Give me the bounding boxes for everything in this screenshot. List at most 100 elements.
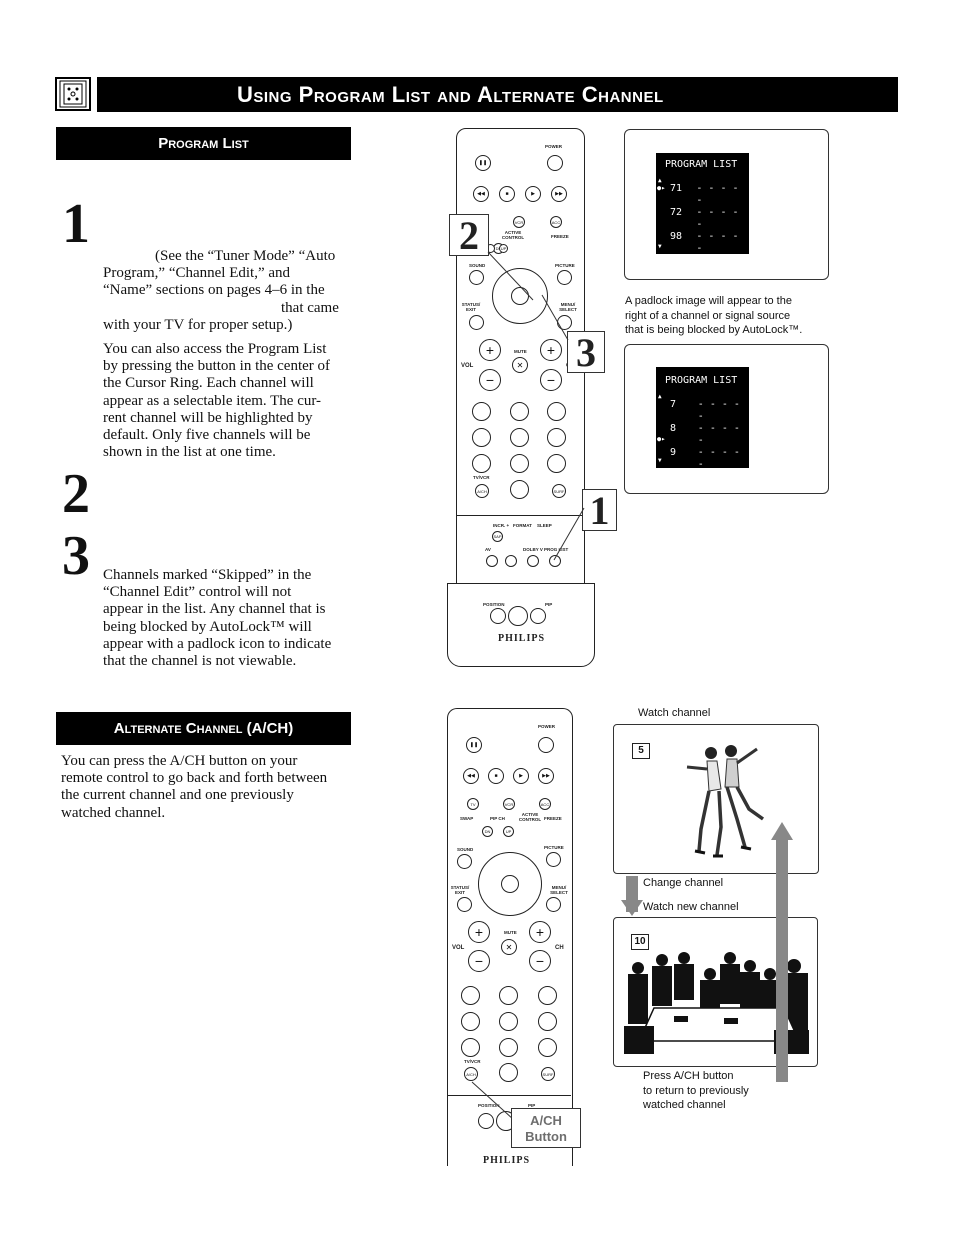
power-button[interactable] <box>547 155 563 171</box>
ach-button[interactable]: A/CH <box>464 1067 478 1081</box>
stop-button[interactable]: ■ <box>488 768 504 784</box>
active-control-label: ACTIVE CONTROL <box>518 812 542 822</box>
picture-button[interactable] <box>557 270 572 285</box>
digit-button[interactable] <box>538 1038 557 1057</box>
pause-button[interactable]: ❚❚ <box>475 155 491 171</box>
picture-label: PICTURE <box>544 845 564 850</box>
caption-line: watched channel <box>643 1099 726 1111</box>
channel-number-badge: 5 <box>632 743 650 759</box>
digit-button[interactable] <box>472 454 491 473</box>
step3-line: appear in the list. Any channel that is <box>103 601 326 618</box>
step1-line: (See the “Tuner Mode” “Auto <box>155 248 336 264</box>
sound-button[interactable] <box>469 270 484 285</box>
position-center-button[interactable] <box>508 606 528 626</box>
cursor-ring[interactable] <box>492 268 548 324</box>
surf-button[interactable]: SURF <box>552 484 566 498</box>
digit-button[interactable] <box>461 1012 480 1031</box>
step3-line: “Channel Edit” control will not <box>103 584 292 601</box>
digit-button[interactable] <box>510 428 529 447</box>
brand-logo: PHILIPS <box>498 633 546 644</box>
mute-button[interactable]: ✕ <box>501 939 517 955</box>
surf-button[interactable]: SURF <box>541 1067 555 1081</box>
ach-line: remote control to go back and forth betw… <box>61 770 328 787</box>
incr-surr-button[interactable] <box>527 555 539 567</box>
picture-button[interactable] <box>546 852 561 867</box>
digit-button[interactable] <box>499 1012 518 1031</box>
stop-button[interactable]: ■ <box>499 186 515 202</box>
position-left-button[interactable] <box>490 608 506 624</box>
digit-button[interactable] <box>538 986 557 1005</box>
digit-0-button[interactable] <box>510 480 529 499</box>
up-button[interactable]: UP <box>503 826 514 837</box>
digit-button[interactable] <box>461 1038 480 1057</box>
sound-button[interactable] <box>457 854 472 869</box>
fast-forward-button[interactable]: ▶▶ <box>538 768 554 784</box>
acc-button[interactable]: ACC <box>539 798 551 810</box>
vcr-button[interactable]: VCR <box>503 798 515 810</box>
play-button[interactable]: ▶ <box>525 186 541 202</box>
digit-button[interactable] <box>547 454 566 473</box>
vcr-button[interactable]: VCR <box>513 216 525 228</box>
pause-button[interactable]: ❚❚ <box>466 737 482 753</box>
menu-select-label: MENU/ SELECT <box>550 885 568 895</box>
rewind-button[interactable]: ◀◀ <box>463 768 479 784</box>
av-button[interactable] <box>486 555 498 567</box>
digit-button[interactable] <box>538 1012 557 1031</box>
status-exit-button[interactable] <box>457 897 472 912</box>
scroll-down-icon: ▼ <box>658 243 662 250</box>
channel-number-badge: 10 <box>631 934 649 950</box>
dolby-label: DOLBY V <box>523 547 543 552</box>
digit-button[interactable] <box>461 986 480 1005</box>
av-label: AV <box>485 547 491 552</box>
step3-line: that the channel is not viewable. <box>103 653 297 670</box>
tvvcr-label: TV/VCR <box>473 475 490 480</box>
digit-0-button[interactable] <box>499 1063 518 1082</box>
program-list-screen-2: PROGRAM LIST ▲ ●▸ ▼ 7- - - - - 8- - - - … <box>624 344 829 518</box>
menu-select-button[interactable] <box>546 897 561 912</box>
down-arrow-icon <box>621 900 643 916</box>
channel-up-button[interactable]: + <box>529 921 551 943</box>
prog-list-button[interactable] <box>549 555 561 567</box>
sap-button[interactable]: SAP <box>492 531 503 542</box>
mute-button[interactable]: ✕ <box>512 357 528 373</box>
vol-label: VOL <box>452 945 465 951</box>
callout-2: 2 <box>449 214 489 257</box>
dolby-button[interactable] <box>505 555 517 567</box>
digit-button[interactable] <box>510 454 529 473</box>
volume-down-button[interactable]: − <box>479 369 501 391</box>
caption-line: A padlock image will appear to the <box>625 295 792 307</box>
channel-down-button[interactable]: − <box>529 950 551 972</box>
fast-forward-button[interactable]: ▶▶ <box>551 186 567 202</box>
dn-button[interactable]: DN <box>482 826 493 837</box>
volume-up-button[interactable]: + <box>468 921 490 943</box>
channel-up-button[interactable]: + <box>540 339 562 361</box>
channel-down-button[interactable]: − <box>540 369 562 391</box>
digit-button[interactable] <box>547 402 566 421</box>
pip-label: PIP <box>545 602 553 607</box>
digit-button[interactable] <box>547 428 566 447</box>
position-left-button[interactable] <box>478 1113 494 1129</box>
format-label: FORMAT <box>513 523 532 528</box>
digit-button[interactable] <box>510 402 529 421</box>
power-button[interactable] <box>538 737 554 753</box>
status-exit-label: STATUS/ EXIT <box>450 885 470 895</box>
up-button[interactable]: UP <box>499 244 508 253</box>
page-title: Using Program List and Alternate Channel <box>97 77 898 112</box>
play-button[interactable]: ▶ <box>513 768 529 784</box>
menu-row: 7- - - - - <box>670 399 740 422</box>
volume-down-button[interactable]: − <box>468 950 490 972</box>
status-exit-button[interactable] <box>469 315 484 330</box>
digit-button[interactable] <box>472 428 491 447</box>
tv-button[interactable]: TV <box>467 798 479 810</box>
acc-button[interactable]: ACC <box>550 216 562 228</box>
press-ach-caption: Press A/CH button to return to previousl… <box>643 1069 749 1113</box>
position-right-button[interactable] <box>530 608 546 624</box>
volume-up-button[interactable]: + <box>479 339 501 361</box>
digit-button[interactable] <box>499 1038 518 1057</box>
digit-button[interactable] <box>472 402 491 421</box>
digit-button[interactable] <box>499 986 518 1005</box>
rewind-button[interactable]: ◀◀ <box>473 186 489 202</box>
cursor-ring[interactable] <box>478 852 542 916</box>
ach-button[interactable]: A/CH <box>475 484 489 498</box>
cursor-center-button[interactable] <box>501 875 519 893</box>
